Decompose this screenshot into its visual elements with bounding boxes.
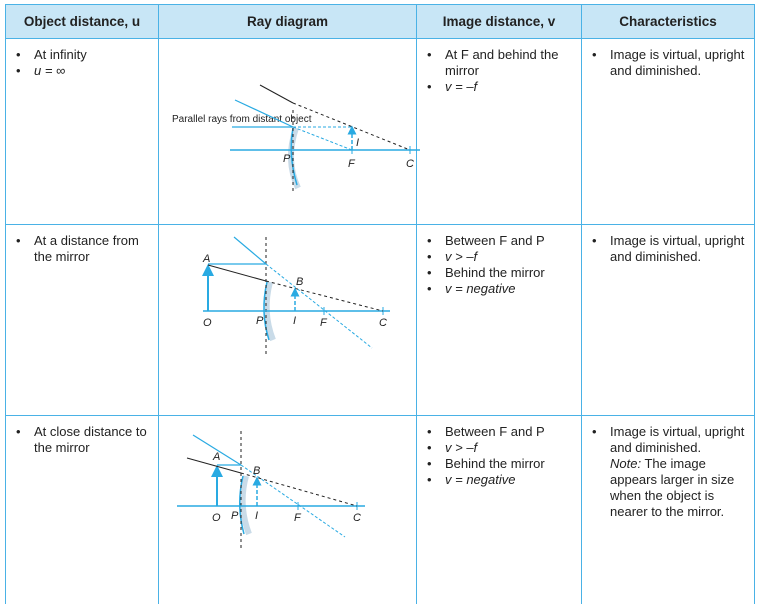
list-item: v = negative <box>427 281 575 297</box>
list-item: v > –f <box>427 440 575 456</box>
list-item: Between F and P <box>427 233 575 249</box>
list-item: Image is virtual, upright and diminished… <box>592 233 748 265</box>
table-row: At close distance to the mirror Between … <box>5 415 755 604</box>
object-cell: At close distance to the mirror <box>5 415 159 604</box>
list-item: v = –f <box>427 79 575 95</box>
characteristics-cell: Image is virtual, upright and diminished… <box>581 38 755 225</box>
image-cell: Between F and Pv > –fBehind the mirrorv … <box>416 224 582 416</box>
header-characteristics: Characteristics <box>581 4 755 39</box>
list-item: At close distance to the mirror <box>16 424 152 456</box>
ray-diagram-cell <box>158 224 417 416</box>
list-item: u = ∞ <box>16 63 152 79</box>
header-object-distance: Object distance, u <box>5 4 159 39</box>
mirror-table: Object distance, u Ray diagram Image dis… <box>5 4 755 604</box>
object-cell: At a distance from the mirror <box>5 224 159 416</box>
image-cell: Between F and Pv > –fBehind the mirrorv … <box>416 415 582 604</box>
characteristics-cell: Image is virtual, upright and diminished… <box>581 224 755 416</box>
note-text: The image appears larger in size when th… <box>610 456 735 519</box>
table-row: At a distance from the mirror Between F … <box>5 224 755 416</box>
ray-diagram-cell <box>158 38 417 225</box>
object-cell: At infinityu = ∞ <box>5 38 159 225</box>
table-row: At infinityu = ∞ At F and behind the mir… <box>5 38 755 225</box>
list-item: v > –f <box>427 249 575 265</box>
list-item: At F and behind the mirror <box>427 47 575 79</box>
list-item: Image is virtual, upright and diminished… <box>592 47 748 79</box>
header-image-distance: Image distance, v <box>416 4 582 39</box>
image-cell: At F and behind the mirrorv = –f <box>416 38 582 225</box>
header-row: Object distance, u Ray diagram Image dis… <box>5 4 755 39</box>
list-item: Behind the mirror <box>427 265 575 281</box>
list-item: At a distance from the mirror <box>16 233 152 265</box>
list-item: Image is virtual, upright and diminished… <box>592 424 748 520</box>
note-label: Note: <box>610 456 642 471</box>
header-ray-diagram: Ray diagram <box>158 4 417 39</box>
list-item: At infinity <box>16 47 152 63</box>
list-item: Behind the mirror <box>427 456 575 472</box>
list-item: Between F and P <box>427 424 575 440</box>
characteristics-cell: Image is virtual, upright and diminished… <box>581 415 755 604</box>
list-item: v = negative <box>427 472 575 488</box>
ray-diagram-cell <box>158 415 417 604</box>
